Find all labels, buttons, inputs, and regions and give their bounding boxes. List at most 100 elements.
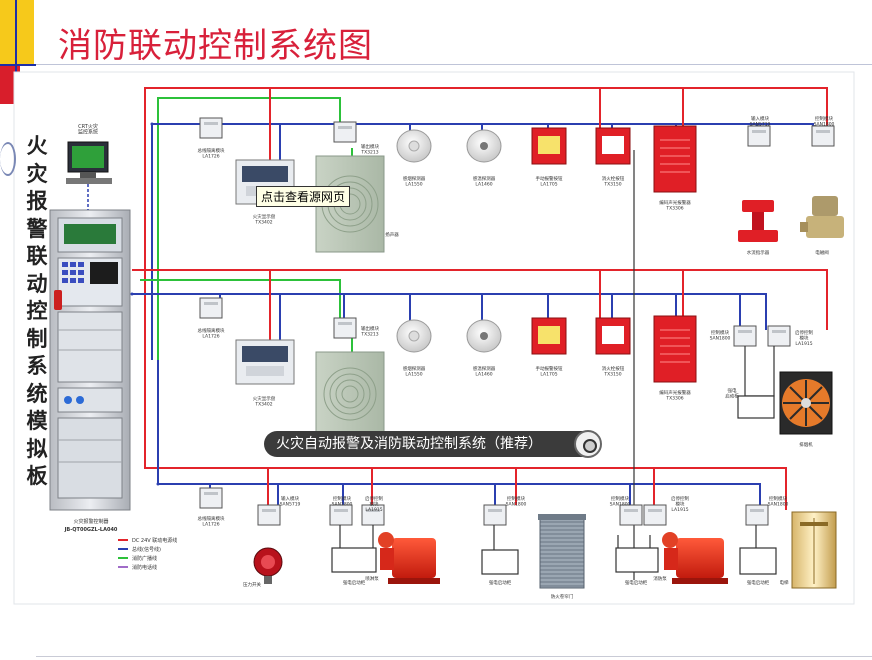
side-title: 火灾报警联动控制系统模拟板 <box>26 133 48 488</box>
pressure-switch <box>253 547 283 584</box>
heat-detector <box>466 129 502 163</box>
solenoid-valve <box>800 196 844 238</box>
fire-shutter-door <box>538 514 586 589</box>
hydrant-button <box>595 317 631 355</box>
starter-box <box>737 346 775 419</box>
starter-box-label: 强电启动柜 <box>747 579 770 586</box>
speaker-label: 扬声器 <box>385 231 399 238</box>
starter-box <box>481 525 519 575</box>
smoke-detector <box>396 129 432 163</box>
manual-alarm-button <box>531 127 567 165</box>
cabinet-name: 火灾报警控制器 <box>73 518 108 525</box>
control-module <box>483 504 507 526</box>
legend-item: 消防电话线 <box>132 564 157 571</box>
control-module <box>811 125 835 147</box>
elevator <box>791 511 837 589</box>
control-module <box>619 504 643 526</box>
wires-row3 <box>144 150 787 580</box>
sound-light-alarm <box>653 125 697 193</box>
legend-item: 消防广播线 <box>132 555 157 562</box>
legend-item: DC 24V 联动电源线 <box>132 537 177 544</box>
input-module <box>747 125 771 147</box>
starter-box-label: 强电启动柜 <box>489 579 512 586</box>
sound-light-alarm <box>653 315 697 383</box>
manual-alarm-button <box>531 317 567 355</box>
fan-label: 排烟机 <box>799 441 813 448</box>
title-underline <box>36 64 872 65</box>
starter-box-label: 强电启动柜 <box>725 387 739 400</box>
heat-detector <box>466 319 502 353</box>
starter-box-label: 强电启动柜 <box>625 579 648 586</box>
elevator-label: 电梯 <box>780 579 789 586</box>
accent-line <box>15 0 17 108</box>
flow-label: 水流指示器 <box>747 249 770 256</box>
output-module <box>333 121 357 143</box>
diagram-frame <box>13 71 855 605</box>
control-module <box>329 504 353 526</box>
speaker <box>315 351 385 437</box>
door-label: 防火卷帘门 <box>551 593 574 600</box>
isolator-module <box>199 487 223 509</box>
start-stop-module <box>643 504 667 526</box>
pump-label: 消防泵 <box>653 575 667 582</box>
view-source-tooltip[interactable]: 点击查看源网页 <box>256 186 351 207</box>
isolator-module <box>199 117 223 139</box>
accent-block <box>0 0 34 64</box>
crt-label: CRT火灾监控系统 <box>78 123 98 136</box>
control-module <box>733 325 757 347</box>
cabinet-model: JB-QT00GZL-LA040 <box>64 527 118 533</box>
starter-box <box>739 525 777 575</box>
start-stop-module <box>767 325 791 347</box>
caption-banner[interactable]: 火灾自动报警及消防联动控制系统（推荐） <box>264 431 598 457</box>
bus-junctions <box>130 122 160 486</box>
valve-label: 电磁阀 <box>815 249 829 256</box>
input-module <box>257 504 281 526</box>
sprinkler-pump <box>378 532 440 584</box>
wires-row2 <box>132 269 828 360</box>
title-bar: 消防联动控制系统图 <box>0 0 872 108</box>
smoke-exhaust-fan <box>779 371 833 435</box>
record-icon[interactable] <box>574 430 602 458</box>
fire-pump <box>662 532 728 584</box>
starter-box <box>331 525 377 573</box>
isolator-module <box>199 297 223 319</box>
floor-display <box>235 339 295 385</box>
crt-monitor <box>66 141 112 210</box>
footer-divider <box>36 656 872 657</box>
hydrant-button <box>595 127 631 165</box>
smoke-detector <box>396 319 432 353</box>
legend: DC 24V 联动电源线 总线(信号线) 消防广播线 消防电话线 <box>118 537 177 571</box>
page-title: 消防联动控制系统图 <box>58 26 373 66</box>
accent-line-horizontal <box>0 64 36 66</box>
flow-indicator <box>738 200 778 242</box>
side-decoration <box>0 142 16 176</box>
control-cabinet <box>49 209 131 511</box>
